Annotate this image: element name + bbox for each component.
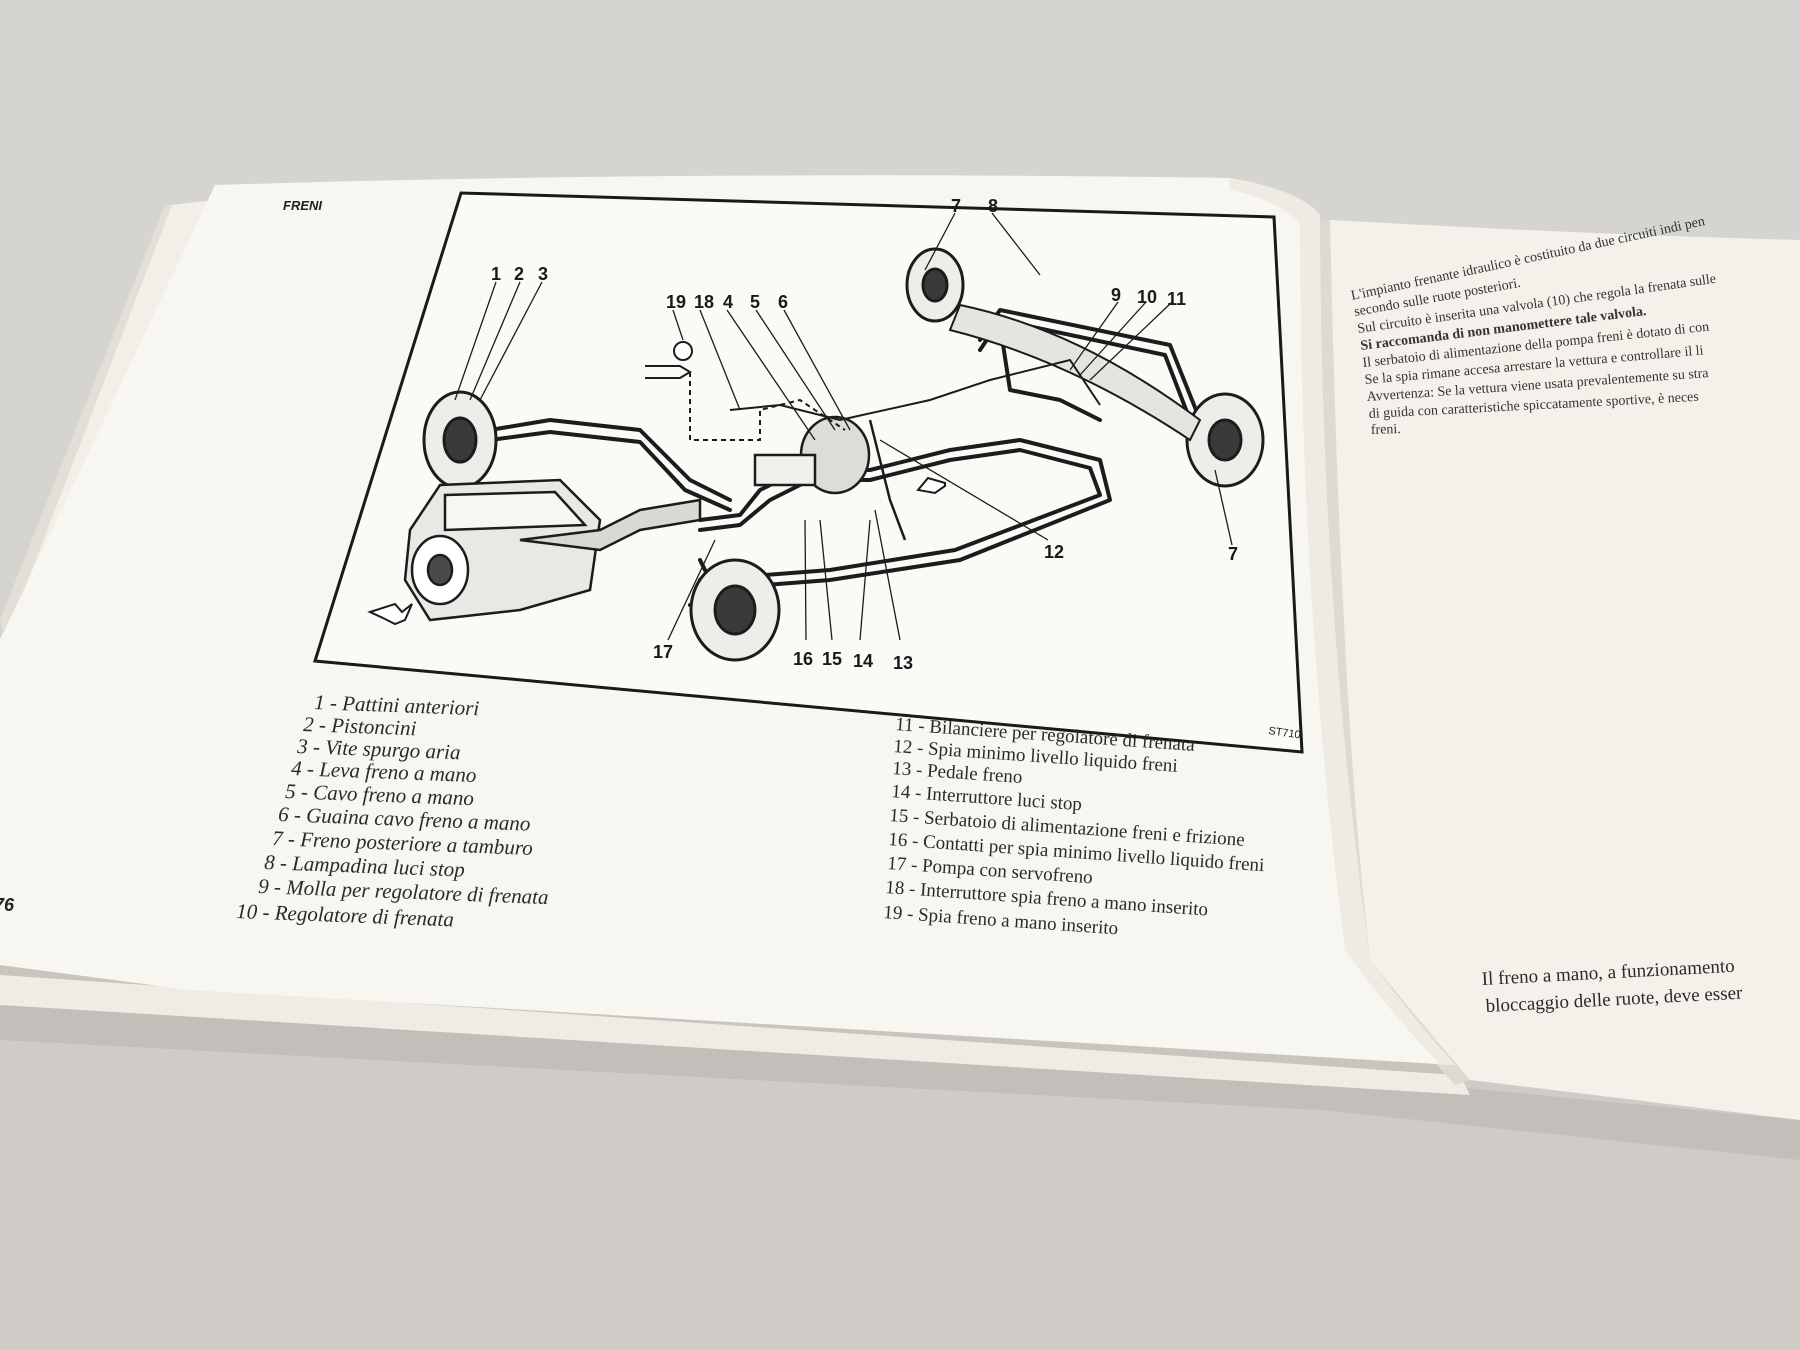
front-direction-arrow [367,602,413,626]
rear-axle [948,303,1202,442]
legend-item: 2 - Pistoncini [303,712,417,740]
left-page-edge [0,205,172,640]
diagram-label: 16 [793,649,813,669]
diagram-label: 7 [951,196,961,216]
diagram-label: 9 [1111,285,1121,305]
right-page [1330,220,1800,1120]
diagram-label: 6 [778,292,788,312]
left-page-curl-shade [1230,178,1455,1065]
diagram-label: 13 [893,653,913,673]
diagram-label: 18 [694,292,714,312]
diagram-label: 15 [822,649,842,669]
diagram-label: 12 [1044,542,1064,562]
diagram-label: 5 [750,292,760,312]
page-number: 76 [0,895,15,915]
section-title: FRENI [283,198,322,213]
leader-lines [454,212,1233,641]
brake-diagram: 1 2 3 19 18 4 5 6 7 8 9 10 11 12 7 17 16… [313,191,1304,754]
diagram-label: 4 [723,292,733,312]
rear-direction-arrow [916,476,946,495]
diagram-label: 8 [988,196,998,216]
diagram-label: 17 [653,642,673,662]
diagram-label: 11 [1167,289,1186,309]
diagram-label: 14 [853,651,873,671]
right-page-line: freni. [1371,422,1401,438]
engine [403,478,702,622]
diagram-label: 2 [514,264,524,284]
figure-code: ST710 [1268,725,1302,741]
diagram-label: 1 [491,264,501,284]
diagram-label: 10 [1137,287,1157,307]
diagram-label: 19 [666,292,686,312]
diagram-label: 7 [1228,544,1238,564]
diagram-label: 3 [538,264,548,284]
wheels [422,247,1265,662]
servo-brake [753,415,907,541]
book-shadow [0,995,1800,1160]
diagram-labels: 1 2 3 19 18 4 5 6 7 8 9 10 11 12 7 17 16… [491,196,1238,673]
